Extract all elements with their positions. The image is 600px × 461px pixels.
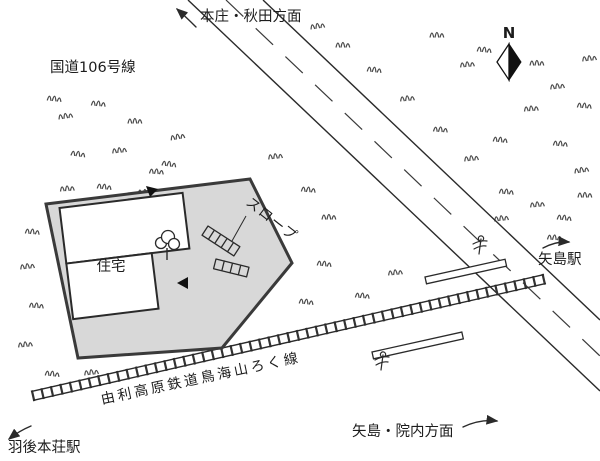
direction-label-honjo-akita: 本庄・秋田方面 — [200, 7, 302, 25]
tree-icon — [154, 229, 181, 260]
grass-tuft-icon — [127, 117, 143, 125]
grass-tuft-icon — [321, 213, 337, 221]
arrow-right-icon — [462, 414, 499, 428]
route106-road — [187, 0, 600, 392]
grass-tuft-icon — [399, 94, 415, 103]
grass-tuft-icon — [309, 21, 326, 31]
grass-tuft-icon — [576, 101, 593, 110]
grass-tuft-icon — [24, 227, 41, 236]
grass-tuft-icon — [493, 214, 510, 223]
grass-tuft-icon — [267, 152, 284, 161]
grass-tuft-icon — [529, 59, 545, 67]
grass-tuft-icon — [300, 185, 317, 194]
arrow-right-icon — [542, 236, 571, 249]
entrance-marker-icon — [146, 186, 158, 197]
grass-tuft-icon — [492, 135, 509, 144]
railway-rail — [32, 282, 547, 402]
station-label-yajima: 矢島駅 — [538, 251, 582, 268]
grass-tuft-icon — [17, 340, 33, 349]
grass-tuft-icon — [28, 301, 45, 310]
grass-tuft-icon — [354, 291, 371, 300]
grass-tuft-icon — [169, 132, 186, 142]
grass-tuft-icon — [44, 369, 61, 378]
slope-stairs-icon — [212, 258, 250, 278]
railway-ties — [30, 273, 547, 402]
grass-tuft-icon — [298, 297, 315, 306]
grass-tuft-icon — [498, 187, 515, 196]
property-plot — [44, 177, 294, 360]
grass-tuft-icon — [148, 167, 165, 176]
grass-tuft-icon — [581, 54, 598, 63]
slope-stairs-icon — [201, 225, 241, 257]
station-platform-upper — [424, 258, 508, 285]
grass-tuft-icon — [83, 368, 100, 377]
compass-n-label: N — [503, 24, 516, 42]
grass-tuft-icon — [523, 104, 539, 113]
grass-tuft-icon — [463, 154, 480, 163]
arrow-up-left-icon — [175, 8, 197, 28]
grass-tuft-icon — [432, 125, 449, 134]
grass-tuft-icon — [19, 262, 36, 271]
direction-label-yajima-innai: 矢島・院内方面 — [352, 423, 454, 440]
grass-tuft-icon — [387, 268, 403, 277]
grass-tuft-icon — [59, 184, 75, 193]
grass-tuft-icon — [46, 94, 63, 103]
slope-leader-line — [231, 215, 247, 242]
crossing-marker-icon — [472, 235, 488, 255]
grass-tuft-icon — [90, 99, 107, 108]
entrance-marker-icon — [177, 277, 188, 289]
road-edge-left — [187, 0, 600, 392]
railway-track — [30, 273, 547, 402]
road-center-dashed-line — [225, 0, 600, 357]
grass-tuft-icon — [335, 41, 351, 49]
grass-tuft-icon — [476, 45, 493, 54]
grass-tuft-icon — [57, 111, 74, 121]
grass-tuft-icon — [429, 31, 445, 39]
grass-tuft-icon — [556, 213, 573, 222]
grass-tuft-icon — [573, 165, 590, 175]
grass-tuft-icon — [577, 191, 593, 199]
compass-icon — [496, 41, 522, 83]
grass-tuft-icon — [459, 60, 475, 69]
grass-tuft-icon — [70, 149, 86, 158]
station-platform-lower — [371, 331, 465, 360]
arrow-down-left-icon — [7, 425, 32, 440]
grass-tuft-icon — [552, 139, 569, 148]
grass-tuft-icon — [316, 259, 333, 268]
road-edge-right — [262, 0, 600, 321]
house-label: 住宅 — [97, 258, 126, 275]
grass-tuft-icon — [546, 233, 563, 242]
crossing-marker-icon — [374, 351, 390, 371]
grass-tuft-icon — [366, 65, 383, 74]
grass-tuft-icon — [111, 146, 128, 155]
grass-tuft-icon — [529, 200, 545, 209]
station-label-ugohonjo: 羽後本荘駅 — [8, 439, 81, 456]
grass-tuft-icon — [96, 182, 113, 191]
grass-tuft-icon — [161, 159, 177, 168]
road-label-route106: 国道106号線 — [50, 59, 136, 76]
grass-tuft-icon — [549, 82, 566, 91]
railway-rail — [30, 273, 545, 393]
